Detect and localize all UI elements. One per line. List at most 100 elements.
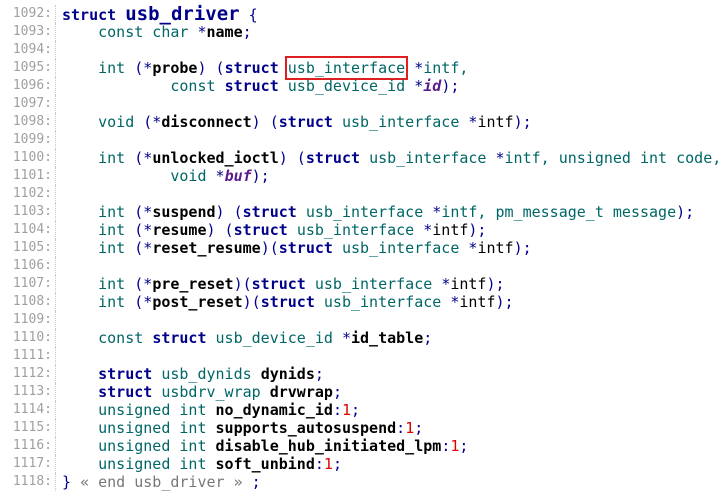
code-text: int (*resume) (struct usb_interface *int… [62, 221, 486, 239]
code-token: ) ( [206, 221, 234, 239]
line-number: 1108: [12, 294, 52, 309]
line-number: 1110: [12, 330, 52, 345]
gutter-separator [55, 77, 57, 95]
line-number: 1112: [12, 366, 52, 381]
code-token: struct [62, 383, 162, 401]
code-token: (* [134, 149, 153, 167]
code-line: 1116: unsigned int disable_hub_initiated… [0, 437, 725, 455]
code-token: id_table [351, 329, 424, 347]
code-token: : [396, 419, 406, 437]
code-token: ; [332, 383, 342, 401]
code-token: * [441, 275, 451, 293]
code-text: int (*pre_reset)(struct usb_interface *i… [62, 275, 505, 293]
code-line: 1113: struct usbdrv_wrap drvwrap; [0, 383, 725, 401]
code-token: 1 [405, 419, 415, 437]
code-line: 1117: unsigned int soft_unbind:1; [0, 455, 725, 473]
line-number: 1109: [12, 312, 52, 327]
code-line: 1112: struct usb_dynids dynids; [0, 365, 725, 383]
code-token: const [62, 77, 225, 95]
line-number: 1111: [12, 348, 52, 363]
code-token: no_dynamic_id [215, 401, 333, 419]
code-token: ; [251, 473, 261, 491]
line-number: 1098: [12, 114, 52, 129]
code-token: (* [134, 239, 153, 257]
line-number: 1092: [12, 6, 52, 21]
code-token: post_reset [152, 293, 243, 311]
code-token: drvwrap [269, 383, 333, 401]
code-token: ); [251, 167, 270, 185]
code-token: * [341, 329, 351, 347]
code-token: 1 [341, 401, 351, 419]
code-token: } [62, 473, 81, 491]
code-token: unsigned int [62, 419, 216, 437]
code-text: int (*unlocked_ioctl) (struct usb_interf… [62, 149, 721, 167]
code-token: struct [233, 221, 297, 239]
code-token: suspend [152, 203, 216, 221]
line-number: 1096: [12, 78, 52, 93]
code-token: ) ( [251, 113, 279, 131]
code-token: )( [242, 293, 261, 311]
code-token: usb_driver [125, 3, 240, 25]
code-token: buf [224, 167, 252, 185]
code-token: int [62, 203, 135, 221]
line-number: 1095: [12, 60, 52, 75]
code-text: struct usb_driver { [62, 3, 258, 25]
gutter-separator [55, 221, 57, 239]
code-line: 1115: unsigned int supports_autosuspend:… [0, 419, 725, 437]
code-token: ; [414, 419, 424, 437]
line-number: 1114: [12, 402, 52, 417]
code-token: : [332, 401, 342, 419]
code-line: 1107: int (*pre_reset)(struct usb_interf… [0, 275, 725, 293]
line-number: 1117: [12, 456, 52, 471]
code-token: ); [513, 113, 532, 131]
code-token: usb_interface [296, 221, 424, 239]
line-number: 1107: [12, 276, 52, 291]
code-text: int (*suspend) (struct usb_interface *in… [62, 203, 694, 221]
code-token: int [62, 275, 135, 293]
line-number: 1113: [12, 384, 52, 399]
code-token: unsigned int [62, 437, 216, 455]
code-token: ); [513, 239, 532, 257]
code-token: name [206, 23, 243, 41]
gutter-separator [55, 167, 57, 185]
code-text: void (*disconnect) (struct usb_interface… [62, 113, 532, 131]
code-line: 1118:} « end usb_driver » ; [0, 473, 725, 491]
gutter-separator [55, 113, 57, 131]
code-token: struct [251, 275, 315, 293]
code-token: const [62, 329, 153, 347]
gutter-separator [55, 59, 57, 77]
highlighted-token: usb_interface [284, 56, 409, 80]
code-token: intf [477, 113, 514, 131]
code-token: struct [260, 293, 324, 311]
code-line: 1109: [0, 311, 725, 329]
code-token: void [62, 113, 144, 131]
code-line: 1108: int (*post_reset)(struct usb_inter… [0, 293, 725, 311]
code-token: usbdrv_wrap [161, 383, 270, 401]
code-token: ) ( [278, 149, 306, 167]
code-token: ); [441, 77, 460, 95]
line-number: 1102: [12, 186, 52, 201]
code-line: 1105: int (*reset_resume)(struct usb_int… [0, 239, 725, 257]
code-token: usb_device_id [287, 77, 415, 95]
code-token: usb_dynids [161, 365, 261, 383]
code-token: ; [242, 23, 252, 41]
code-line: 1101: void *buf); [0, 167, 725, 185]
code-token: ); [486, 275, 505, 293]
code-token: ; [332, 455, 342, 473]
code-token: int [62, 59, 135, 77]
gutter-separator [55, 329, 57, 347]
gutter-separator [55, 275, 57, 293]
code-line: 1100: int (*unlocked_ioctl) (struct usb_… [0, 149, 725, 167]
code-token: pre_reset [152, 275, 234, 293]
code-token: intf, unsigned int code, [504, 149, 722, 167]
code-token: soft_unbind [215, 455, 315, 473]
code-token: usb_interface [305, 203, 433, 221]
code-token: const char [62, 23, 198, 41]
code-line: 1099: [0, 131, 725, 149]
code-token: usb_device_id [215, 329, 342, 347]
code-line: 1102: [0, 185, 725, 203]
code-token: struct [152, 329, 216, 347]
gutter-separator [55, 311, 57, 329]
code-text: const char *name; [62, 23, 252, 41]
